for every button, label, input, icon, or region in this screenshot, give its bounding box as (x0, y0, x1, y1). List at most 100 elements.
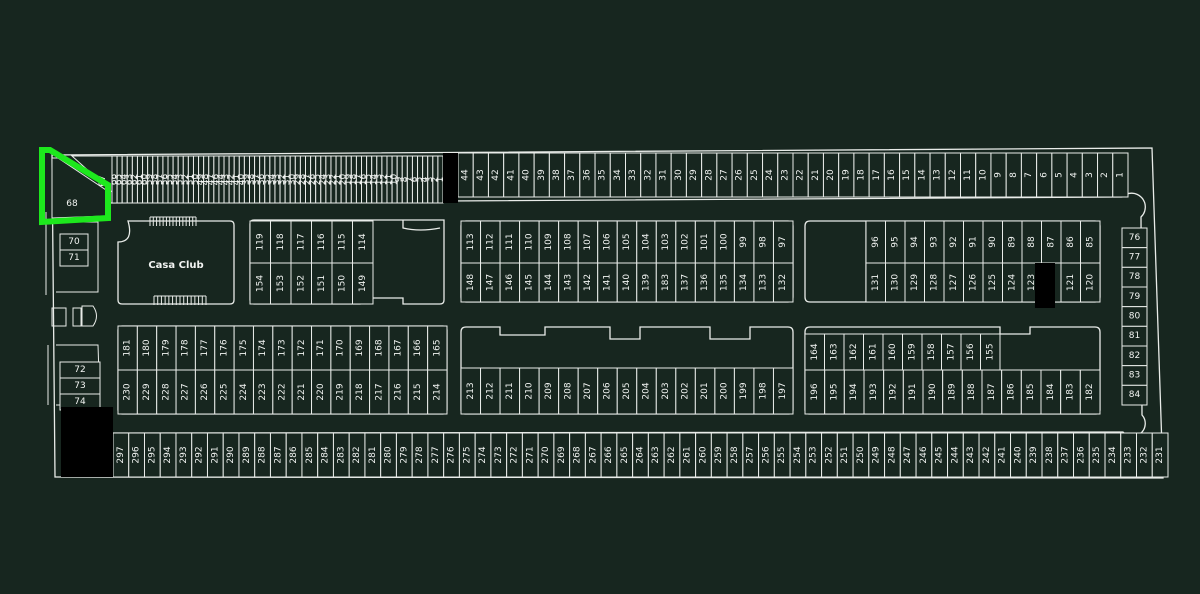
lot-229[interactable]: 229 (136, 369, 158, 415)
lot-249[interactable]: 249 (868, 432, 886, 478)
lot-91[interactable]: 91 (963, 220, 984, 264)
lot-5[interactable]: 5 (1051, 152, 1068, 198)
lot-192[interactable]: 192 (883, 369, 904, 415)
lot-outline[interactable] (59, 249, 89, 267)
lot-120[interactable]: 120 (1080, 262, 1101, 303)
lot-215[interactable]: 215 (407, 369, 429, 415)
lot-24[interactable]: 24 (762, 152, 779, 198)
lot-37[interactable]: 37 (564, 152, 581, 198)
lot-97[interactable]: 97 (772, 220, 794, 264)
lot-35[interactable]: 35 (594, 152, 611, 198)
lot-22[interactable]: 22 (792, 152, 809, 198)
lot-289[interactable]: 289 (238, 432, 256, 478)
lot-183[interactable]: 183 (1060, 369, 1081, 415)
lot-162[interactable]: 162 (843, 333, 864, 371)
lot-223[interactable]: 223 (252, 369, 274, 415)
lot-259[interactable]: 259 (710, 432, 728, 478)
lot-286[interactable]: 286 (285, 432, 303, 478)
lot-204[interactable]: 204 (636, 367, 657, 415)
lot-264[interactable]: 264 (632, 432, 649, 478)
lot-109[interactable]: 109 (538, 220, 560, 264)
lot-11[interactable]: 11 (960, 152, 977, 198)
lot-209[interactable]: 209 (538, 367, 560, 415)
lot-178[interactable]: 178 (175, 325, 196, 371)
lot-110[interactable]: 110 (519, 220, 540, 264)
lot-169[interactable]: 169 (349, 325, 371, 371)
lot-225[interactable]: 225 (214, 369, 235, 415)
lot-131[interactable]: 131 (865, 262, 886, 303)
lot-143[interactable]: 143 (558, 262, 579, 303)
lot-71[interactable]: 71 (59, 249, 89, 267)
lot-98[interactable]: 98 (753, 220, 774, 264)
lot-275[interactable]: 275 (458, 432, 476, 478)
lot-177[interactable]: 177 (194, 325, 216, 371)
lot-247[interactable]: 247 (899, 432, 917, 478)
lot-184[interactable]: 184 (1040, 369, 1062, 415)
lot-252[interactable]: 252 (821, 432, 838, 478)
lot-240[interactable]: 240 (1010, 432, 1027, 478)
lot-34[interactable]: 34 (609, 152, 626, 198)
lot-14[interactable]: 14 (914, 152, 931, 198)
lot-248[interactable]: 248 (884, 432, 901, 478)
lot-243[interactable]: 243 (962, 432, 980, 478)
lot-261[interactable]: 261 (679, 432, 697, 478)
lot-136[interactable]: 136 (694, 262, 716, 303)
lot-241[interactable]: 241 (994, 432, 1012, 478)
lot-108[interactable]: 108 (558, 220, 579, 264)
lot-outline[interactable] (1151, 432, 1169, 478)
lot-226[interactable]: 226 (194, 369, 216, 415)
lot-181[interactable]: 181 (117, 325, 138, 371)
lot-251[interactable]: 251 (836, 432, 854, 478)
lot-112[interactable]: 112 (480, 220, 501, 264)
lot-293[interactable]: 293 (175, 432, 193, 478)
lot-147[interactable]: 147 (480, 262, 501, 303)
lot-74[interactable]: 74 (59, 393, 101, 411)
lot-145[interactable]: 145 (519, 262, 540, 303)
lot-142[interactable]: 142 (577, 262, 599, 303)
lot-141[interactable]: 141 (597, 262, 618, 303)
lot-83[interactable]: 83 (1121, 365, 1148, 386)
lot-211[interactable]: 211 (499, 367, 521, 415)
lot-21[interactable]: 21 (807, 152, 824, 198)
lot-269[interactable]: 269 (553, 432, 571, 478)
lot-235[interactable]: 235 (1088, 432, 1106, 478)
lot-196[interactable]: 196 (804, 369, 826, 415)
lot-292[interactable]: 292 (191, 432, 208, 478)
lot-233[interactable]: 233 (1120, 432, 1138, 478)
lot-290[interactable]: 290 (222, 432, 240, 478)
lot-284[interactable]: 284 (317, 432, 334, 478)
lot-88[interactable]: 88 (1021, 220, 1042, 264)
lot-198[interactable]: 198 (753, 367, 774, 415)
lot-82[interactable]: 82 (1121, 345, 1148, 367)
lot-outline[interactable] (1112, 152, 1129, 198)
lot-outline[interactable] (1080, 262, 1101, 303)
lot-130[interactable]: 130 (885, 262, 906, 303)
lot-208[interactable]: 208 (558, 367, 579, 415)
lot-222[interactable]: 222 (272, 369, 293, 415)
lot-167[interactable]: 167 (388, 325, 409, 371)
lot-291[interactable]: 291 (206, 432, 224, 478)
lot-296[interactable]: 296 (128, 432, 145, 478)
lot-152[interactable]: 152 (290, 262, 312, 305)
lot-180[interactable]: 180 (136, 325, 158, 371)
lot-213[interactable]: 213 (460, 367, 482, 415)
lot-285[interactable]: 285 (301, 432, 319, 478)
lot-282[interactable]: 282 (348, 432, 366, 478)
lot-200[interactable]: 200 (714, 367, 735, 415)
lot-195[interactable]: 195 (824, 369, 845, 415)
lot-36[interactable]: 36 (579, 152, 596, 198)
lot-166[interactable]: 166 (407, 325, 429, 371)
lot-257[interactable]: 257 (742, 432, 760, 478)
lot-104[interactable]: 104 (636, 220, 657, 264)
lot-182[interactable]: 182 (1079, 369, 1101, 415)
lot-92[interactable]: 92 (943, 220, 964, 264)
lot-79[interactable]: 79 (1121, 286, 1148, 308)
lot-111[interactable]: 111 (499, 220, 521, 264)
lot-outline[interactable] (1079, 369, 1101, 415)
lot-217[interactable]: 217 (369, 369, 390, 415)
lot-160[interactable]: 160 (882, 333, 903, 371)
lot-260[interactable]: 260 (695, 432, 712, 478)
lot-267[interactable]: 267 (584, 432, 602, 478)
lot-99[interactable]: 99 (733, 220, 755, 264)
lot-280[interactable]: 280 (380, 432, 397, 478)
